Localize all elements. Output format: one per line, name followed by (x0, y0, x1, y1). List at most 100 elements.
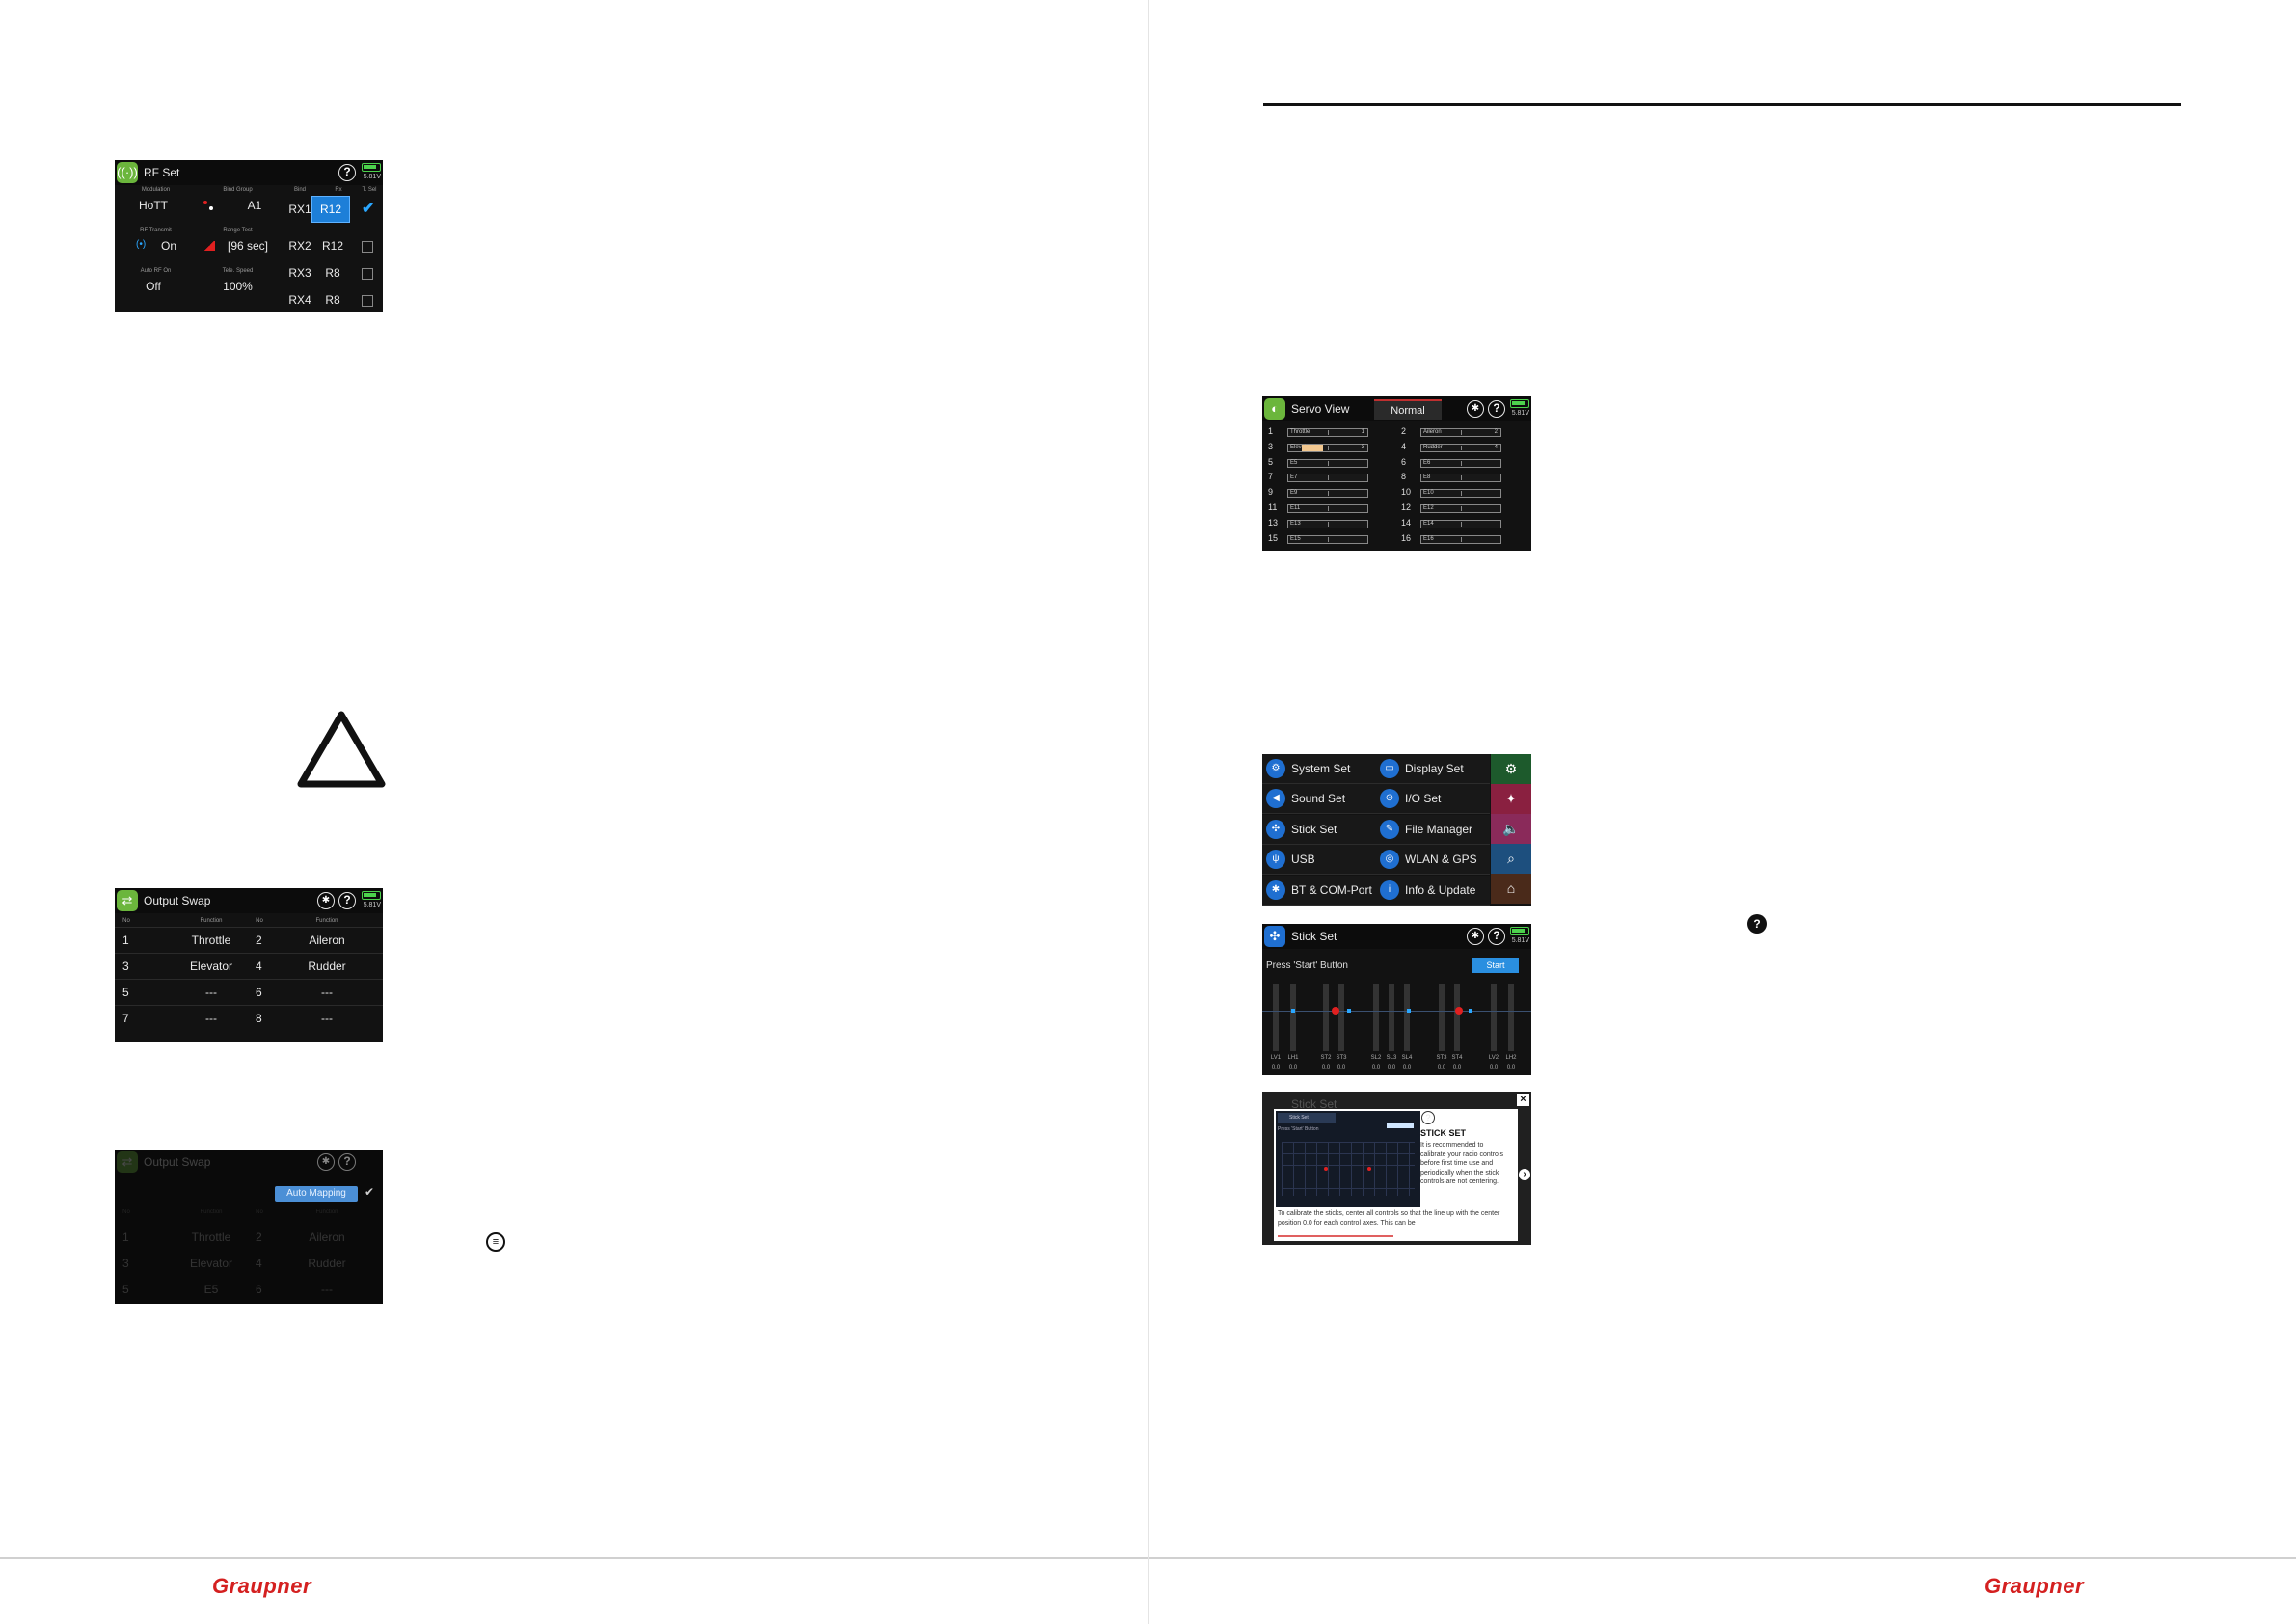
shuffle-icon[interactable]: ⇄ (117, 890, 138, 911)
bind-group-value[interactable]: A1 (247, 199, 262, 212)
menu-item-wlan-gps[interactable]: ◎WLAN & GPS (1376, 845, 1490, 876)
settings-icon[interactable]: ✱ (1467, 400, 1484, 418)
rx2-checkbox[interactable] (362, 241, 373, 253)
menu-item-label: USB (1291, 853, 1315, 867)
axis-label: LV1 (1270, 1055, 1282, 1061)
table-row[interactable]: 3 Elevator 4 Rudder (115, 953, 383, 979)
channel-number: 1 (1268, 426, 1274, 436)
rx4-checkbox[interactable] (362, 295, 373, 307)
rx1-receiver-selected[interactable]: R12 (311, 196, 350, 223)
range-test-value[interactable]: [96 sec] (227, 239, 269, 253)
settings-icon[interactable]: ✱ (317, 892, 335, 909)
menu-item-stick-set[interactable]: ✣Stick Set (1262, 814, 1376, 845)
stick-icon[interactable]: ✣ (1264, 926, 1285, 947)
close-icon[interactable]: × (1517, 1094, 1529, 1106)
menu-item-sound-set[interactable]: ◀ Sound Set (1262, 784, 1376, 815)
rx4-receiver[interactable]: R8 (325, 293, 340, 307)
start-button[interactable]: Start (1472, 958, 1519, 973)
axis-meter (1404, 984, 1410, 1051)
row-no: 8 (256, 1012, 262, 1025)
menu-item-file-manager[interactable]: ✎File Manager (1376, 814, 1490, 845)
tab-edit[interactable]: ⚙ (1491, 754, 1531, 784)
bind-rx3[interactable]: RX3 (288, 266, 311, 280)
bind-rx2[interactable]: RX2 (288, 239, 311, 253)
center-mark (1328, 491, 1329, 497)
help-icon[interactable]: ? (338, 1153, 356, 1171)
channel-name: E15 (1290, 535, 1301, 542)
tele-speed-value[interactable]: 100% (223, 280, 253, 293)
next-page-icon[interactable]: › (1519, 1169, 1530, 1180)
help-icon[interactable]: ? (338, 892, 356, 909)
row-function: Elevator (189, 1257, 233, 1270)
tab-function[interactable]: ✦ (1491, 784, 1531, 814)
help-icon[interactable]: ? (338, 164, 356, 181)
help-icon[interactable]: ? (1488, 400, 1505, 418)
stick-set-screen: ✣ Stick Set ✱ ? 5.81V Press 'Start' Butt… (1262, 924, 1531, 1075)
tab-system[interactable]: 🔈 (1491, 814, 1531, 844)
antenna-icon[interactable]: ((·)) (117, 162, 138, 183)
center-mark (1461, 536, 1462, 542)
help-footer-text: To calibrate the sticks, center all cont… (1278, 1210, 1500, 1227)
menu-item-icon: ◀ (1266, 789, 1285, 809)
bind-rx4[interactable]: RX4 (288, 293, 311, 307)
auto-rf-value[interactable]: Off (146, 280, 161, 293)
menu-item-display-set[interactable]: ▭Display Set (1376, 754, 1490, 784)
axis-meter (1273, 984, 1279, 1051)
settings-icon[interactable]: ✱ (317, 1153, 335, 1171)
range-test-label: Range Test (223, 228, 253, 233)
page-divider (1148, 0, 1149, 1624)
rx3-receiver[interactable]: R8 (325, 266, 340, 280)
row-no: 7 (122, 1012, 129, 1025)
axis-meter (1491, 984, 1497, 1051)
tab-search[interactable]: ⌕ (1491, 844, 1531, 874)
table-row[interactable]: 7 --- 8 --- (115, 1005, 383, 1031)
menu-item-system-set[interactable]: ⚙System Set (1262, 754, 1376, 784)
center-mark (1328, 521, 1329, 527)
rf-transmit-value[interactable]: On (160, 239, 176, 253)
output-swap-header-dim: ⇄ Output Swap (115, 1150, 383, 1175)
auto-mapping-button[interactable]: Auto Mapping (275, 1186, 358, 1202)
row-function: --- (205, 1012, 217, 1025)
servo-icon[interactable]: ◐ (1264, 398, 1285, 420)
col-header-no-2: No (256, 918, 263, 924)
axis-value: 0.0 (1387, 1065, 1396, 1070)
channel-name: E6 (1423, 459, 1431, 466)
bind-rx1[interactable]: RX1 (288, 203, 311, 216)
help-icon[interactable]: ? (1488, 928, 1505, 945)
axis-value: 0.0 (1452, 1065, 1462, 1070)
axis-meter (1454, 984, 1460, 1051)
table-row[interactable]: 1 Throttle 2 Aileron (115, 927, 383, 953)
rx3-checkbox[interactable] (362, 268, 373, 280)
channel-name: E16 (1423, 535, 1434, 542)
menu-item-i-o-set[interactable]: ⊙I/O Set (1376, 784, 1490, 815)
background-title: Stick Set (1291, 1097, 1337, 1111)
check-icon[interactable]: ✔ (365, 1185, 375, 1199)
stick-set-prompt: Press 'Start' Button (1266, 961, 1348, 971)
menu-item-label: Sound Set (1291, 792, 1346, 806)
menu-item-bt-com-port[interactable]: ✱BT & COM-Port (1262, 875, 1376, 906)
axis-label: LH2 (1505, 1055, 1517, 1061)
row-no: 6 (256, 986, 262, 999)
axis-label: SL3 (1386, 1055, 1397, 1061)
channel-number: 4 (1401, 441, 1407, 451)
transmit-icon: (•) (136, 239, 147, 250)
tab-home[interactable]: ⌂ (1491, 874, 1531, 904)
thumb-grid (1282, 1142, 1415, 1196)
row-no: 6 (256, 1283, 262, 1296)
row-no: 4 (256, 1257, 262, 1270)
header-rule (1263, 103, 2181, 106)
rx2-receiver[interactable]: R12 (321, 239, 343, 253)
table-row[interactable]: 5 --- 6 --- (115, 979, 383, 1005)
settings-icon[interactable]: ✱ (1467, 928, 1484, 945)
footer-rule-right (1149, 1557, 2296, 1559)
rf-set-header: ((·)) RF Set ? 5.81V (115, 160, 383, 185)
modulation-value[interactable]: HoTT (139, 199, 168, 212)
flight-mode-selector[interactable]: Normal (1374, 399, 1442, 420)
check-icon[interactable]: ✔ (362, 201, 375, 217)
center-mark (1328, 460, 1329, 466)
axis-value: 0.0 (1321, 1065, 1331, 1070)
